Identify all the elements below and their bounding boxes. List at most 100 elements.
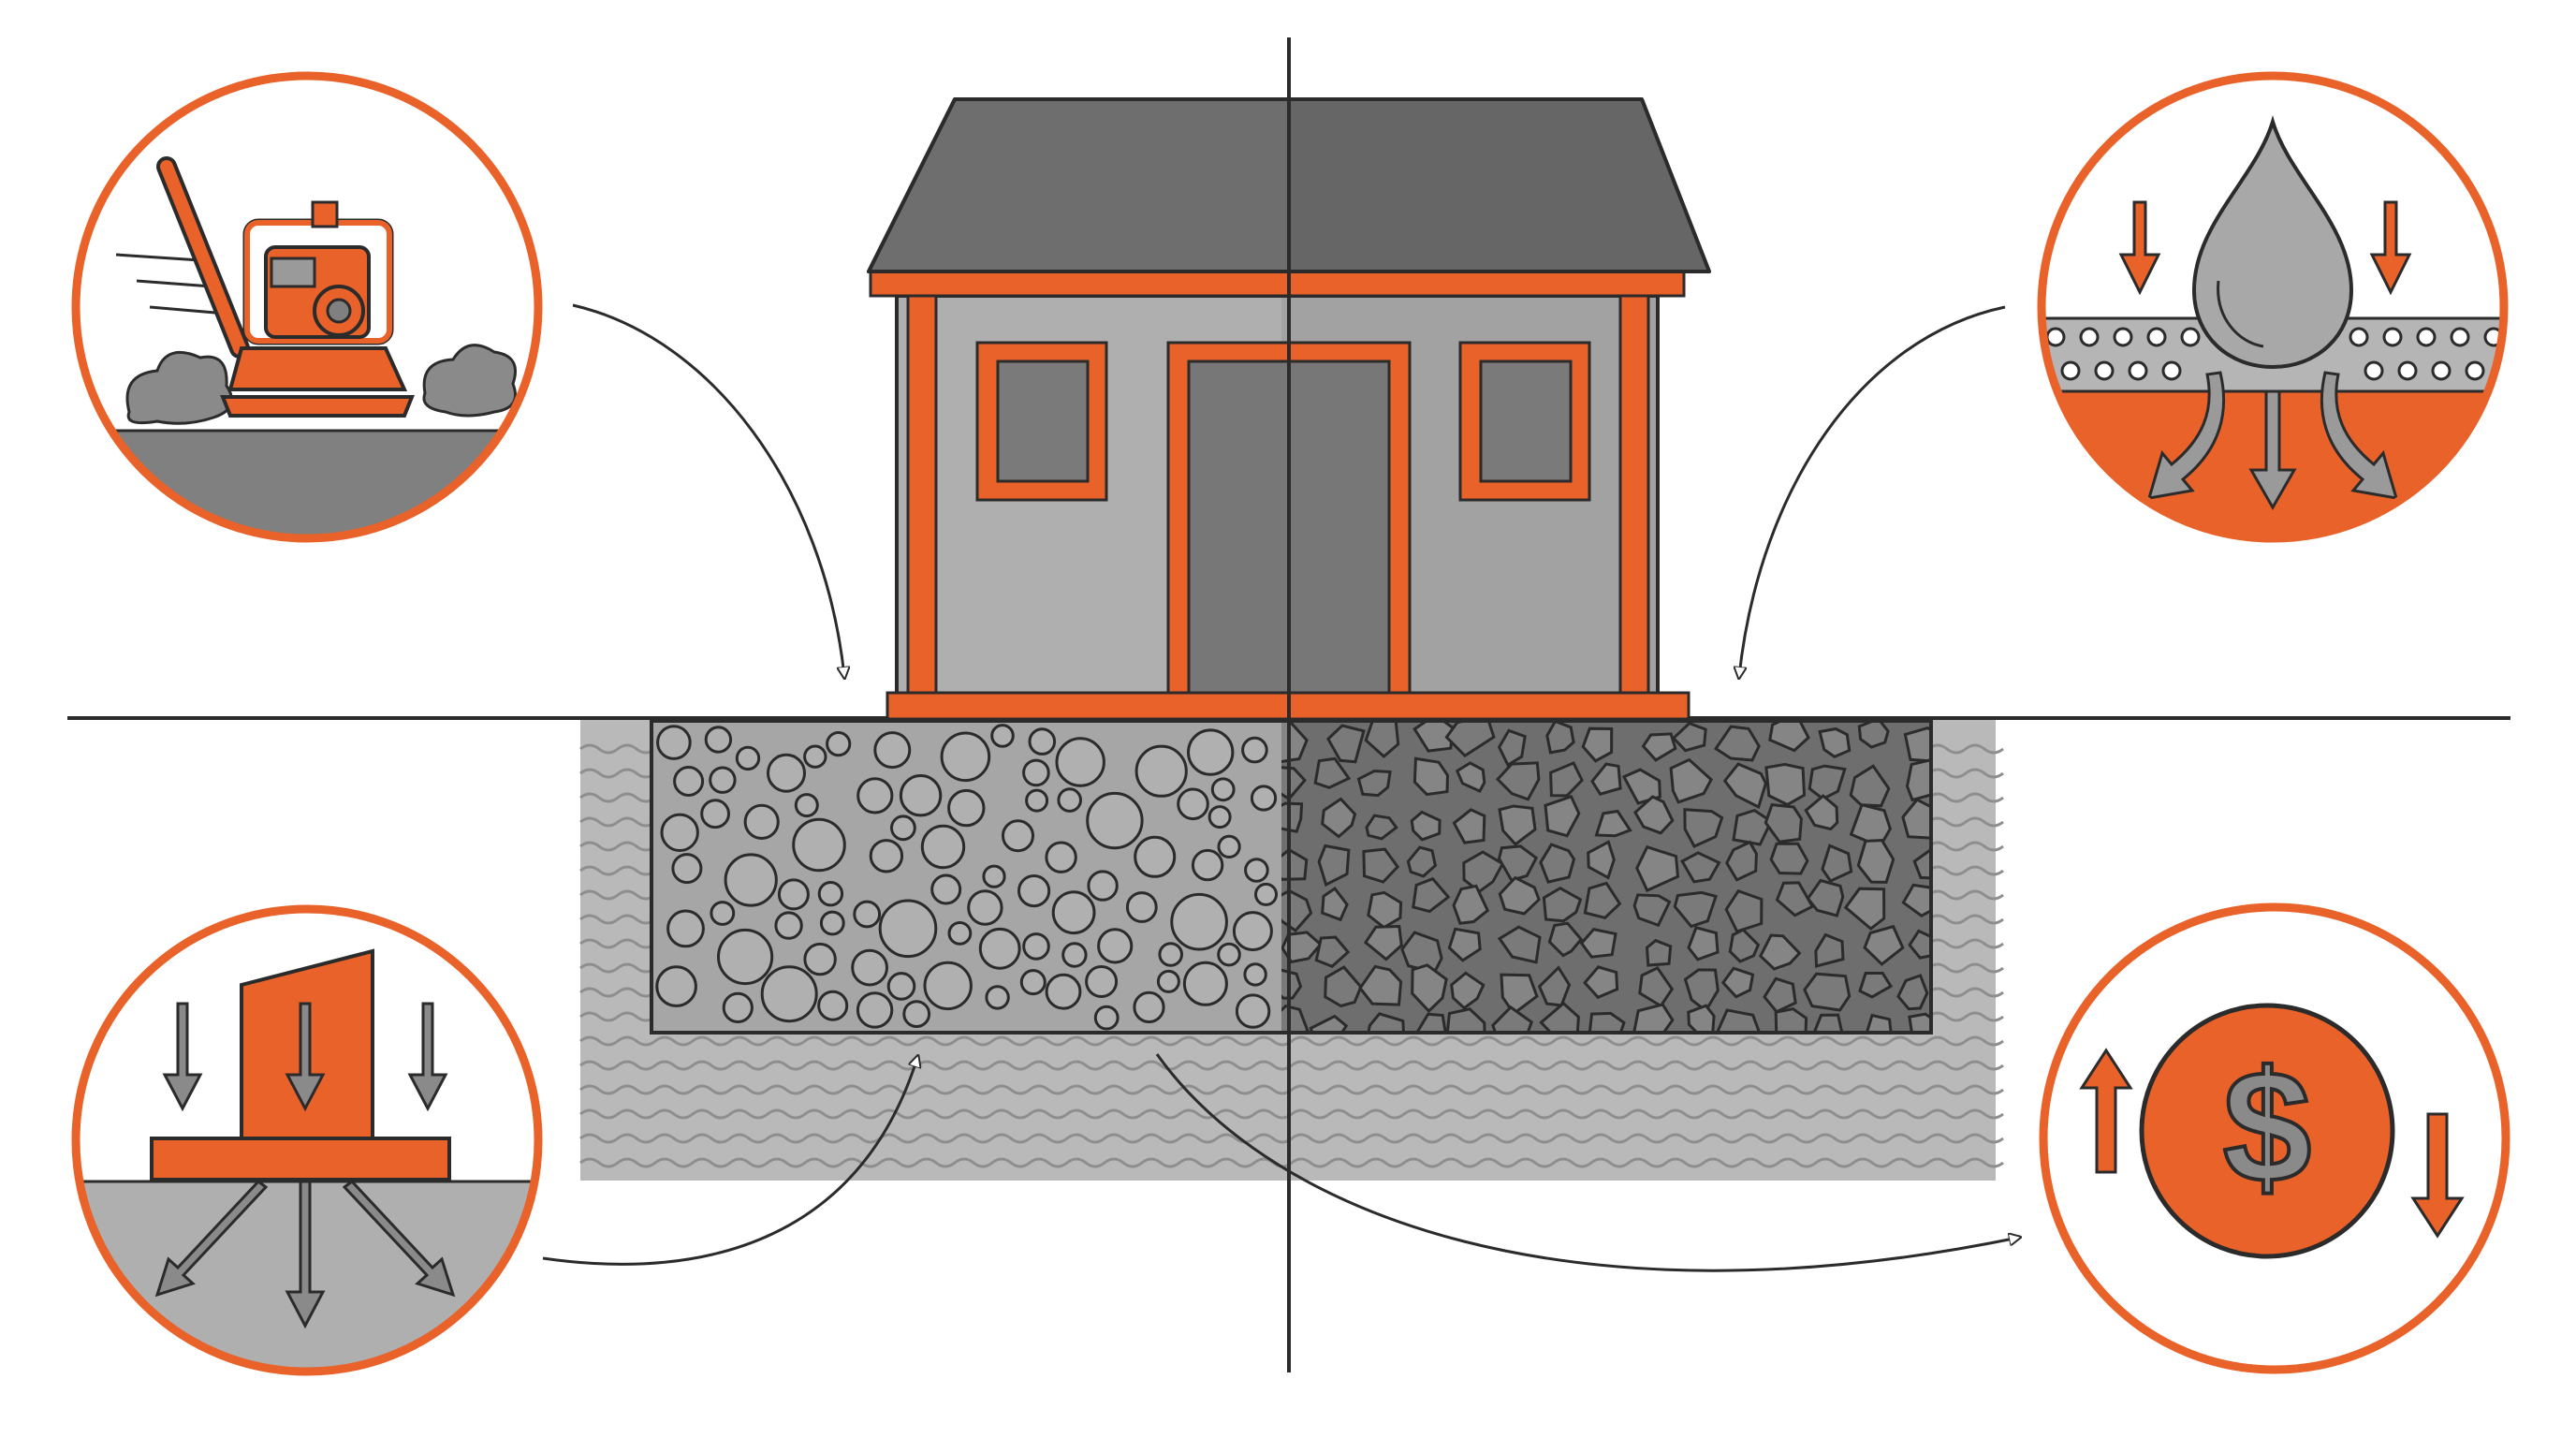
pea-gravel-stone — [886, 972, 916, 1001]
crushed-stone — [1356, 769, 1392, 798]
arrow-compaction-to-pad — [572, 303, 844, 676]
crushed-stone — [1411, 963, 1448, 1014]
crushed-stone — [1314, 935, 1351, 969]
crushed-stone — [1669, 757, 1713, 804]
pea-gravel-stone — [1243, 962, 1267, 987]
crushed-stone — [1588, 1011, 1626, 1033]
pea-gravel-stone — [817, 881, 844, 907]
crushed-stone — [1450, 971, 1486, 1010]
pea-gravel-stone — [985, 985, 1010, 1010]
pea-gravel-stone — [967, 889, 1003, 926]
pea-gravel-stone — [1217, 942, 1241, 967]
pea-gravel-stone — [1244, 858, 1269, 883]
crushed-stone — [1444, 721, 1496, 758]
crushed-stone — [1814, 932, 1845, 968]
crushed-stone — [1414, 1012, 1447, 1033]
soil-wave — [579, 1108, 2004, 1120]
drainage-pore — [2060, 360, 2081, 381]
crushed-stone — [1581, 726, 1614, 763]
pea-gravel-stone — [851, 948, 888, 987]
crushed-stone — [1452, 808, 1486, 844]
crushed-stone — [1363, 924, 1403, 961]
crushed-stone — [1313, 756, 1352, 789]
drainage-pore — [2364, 360, 2384, 381]
crushed-stone — [1680, 851, 1721, 884]
drainage-pore — [2113, 327, 2133, 347]
shed-window-right — [1458, 341, 1591, 502]
price-up-arrow-icon — [2079, 1048, 2133, 1174]
pea-gravel-stone — [794, 793, 819, 818]
pea-gravel-stone — [1208, 805, 1232, 829]
pea-gravel-stone — [1182, 961, 1228, 1006]
crushed-stone — [1358, 964, 1403, 1006]
pea-gravel-stone — [1022, 932, 1050, 961]
drainage-pore — [2079, 327, 2100, 347]
pea-gravel-stone — [1086, 791, 1144, 850]
pea-gravel-stone — [1057, 787, 1082, 813]
pea-gravel-stone — [1093, 1005, 1120, 1031]
crushed-stone — [1497, 728, 1527, 768]
pea-gravel-stone — [704, 726, 733, 754]
crushed-stone — [1497, 925, 1542, 964]
pea-gravel-stone — [856, 777, 894, 814]
pea-gravel-stone — [1177, 787, 1209, 821]
pea-gravel-stone — [660, 813, 699, 852]
gravel-pad — [650, 719, 1933, 1034]
crushed-stone — [1590, 762, 1622, 796]
crushed-stone — [1497, 844, 1539, 883]
pea-gravel-stone — [1170, 892, 1228, 951]
crushed-stone — [1806, 878, 1845, 917]
crushed-stone — [1641, 732, 1677, 762]
pea-gravel-stone — [803, 942, 837, 976]
pea-gravel-stone — [1061, 942, 1088, 968]
crushed-stone — [1645, 938, 1673, 967]
pea-gravel-stone — [1045, 841, 1077, 873]
callout-load-bearing — [71, 904, 543, 1376]
crushed-stone — [1715, 1008, 1762, 1033]
pea-gravel-stone — [656, 725, 692, 760]
pea-gravel-stone — [1085, 965, 1119, 998]
crushed-stone — [1542, 886, 1583, 923]
load-distribution-icon — [150, 948, 456, 1329]
drainage-pore — [2431, 360, 2452, 381]
pea-gravel-stone — [873, 731, 912, 770]
crushed-stone — [1687, 1004, 1716, 1033]
price-down-arrow-icon — [2410, 1112, 2465, 1239]
crushed-stone — [1362, 847, 1400, 884]
pea-gravel-stone — [1125, 891, 1158, 923]
pea-gravel-stone — [890, 814, 916, 842]
crushed-stone — [1281, 801, 1304, 833]
crushed-stone — [1763, 976, 1797, 1014]
pea-gravel-stone — [878, 899, 938, 959]
pea-gravel-stone — [767, 753, 806, 793]
pea-gravel-stone — [743, 803, 780, 841]
crushed-stone — [1587, 840, 1616, 880]
connector-arrows — [542, 303, 2018, 1272]
pea-gravel-stone — [1097, 928, 1134, 964]
crushed-stone — [1905, 758, 1931, 802]
dollar-coin-icon: $ — [2139, 1003, 2395, 1259]
pea-gravel-stone — [947, 788, 986, 828]
crushed-stone — [1365, 814, 1398, 841]
callout-compaction — [71, 71, 543, 543]
pea-gravel-stone — [666, 909, 705, 948]
crushed-stone — [1683, 968, 1720, 1013]
pea-gravel-stone — [1241, 736, 1268, 764]
pea-gravel-stone — [856, 991, 894, 1029]
pea-gravel-stone — [777, 878, 810, 911]
pea-gravel-stone — [1235, 993, 1271, 1029]
pea-gravel-stone — [930, 873, 962, 905]
crushed-stone — [1843, 887, 1886, 931]
plate-compactor-icon — [115, 156, 517, 425]
drainage-pore — [2180, 327, 2201, 347]
crushed-stone — [1321, 797, 1357, 839]
crushed-stone — [1728, 928, 1761, 963]
crushed-stone — [1632, 1003, 1675, 1033]
drainage-pore — [2146, 327, 2167, 347]
crushed-stone — [1495, 761, 1541, 801]
shed-window-left — [975, 341, 1108, 502]
drainage-pore — [2465, 360, 2485, 381]
pea-gravel-stone — [803, 744, 827, 769]
crushed-stone — [1821, 844, 1853, 883]
crushed-stone — [1367, 1012, 1405, 1033]
